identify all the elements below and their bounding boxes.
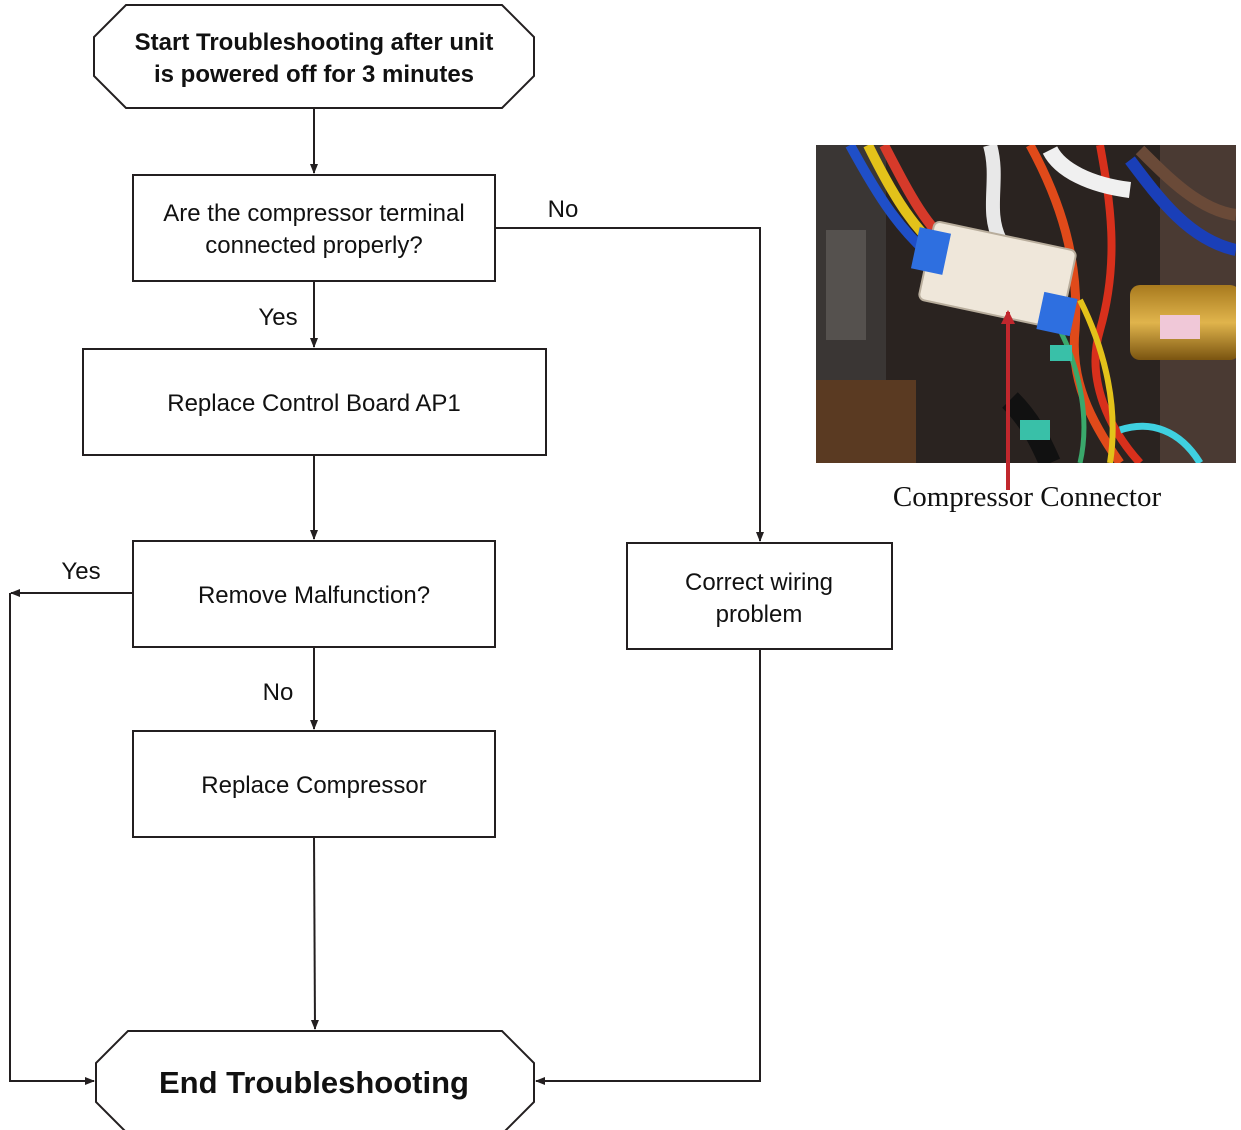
- start-node-line1: Start Troubleshooting after unit: [135, 29, 494, 56]
- label-malfunction-yes: Yes: [61, 558, 100, 585]
- end-node-label: End Troubleshooting: [159, 1065, 469, 1100]
- end-node: End Troubleshooting: [95, 1030, 535, 1130]
- label-terminal-no: No: [548, 196, 579, 223]
- arrow-yes-to-end: [9, 593, 95, 1085]
- check-terminal-node: Are the compressor terminal connected pr…: [132, 174, 496, 282]
- remove-malfunction-node: Remove Malfunction?: [132, 540, 496, 648]
- label-malfunction-no: No: [263, 679, 294, 706]
- arrow-compressor-to-end: [310, 836, 319, 1030]
- correct-wiring-node: Correct wiring problem: [626, 542, 893, 650]
- start-node-line2: is powered off for 3 minutes: [154, 61, 474, 88]
- start-node: Start Troubleshooting after unit is powe…: [93, 4, 535, 109]
- compressor-connector-photo: Compressor Connector: [816, 145, 1236, 513]
- remove-malfunction-label: Remove Malfunction?: [198, 582, 430, 609]
- replace-board-node: Replace Control Board AP1: [82, 348, 547, 456]
- flow-connectors: [9, 108, 764, 1085]
- replace-compressor-label: Replace Compressor: [201, 772, 426, 799]
- check-terminal-line1: Are the compressor terminal: [163, 200, 464, 227]
- label-terminal-yes: Yes: [258, 304, 297, 331]
- check-terminal-line2: connected properly?: [205, 232, 422, 259]
- correct-wiring-line2: problem: [716, 601, 803, 628]
- replace-board-label: Replace Control Board AP1: [167, 390, 461, 417]
- replace-compressor-node: Replace Compressor: [132, 730, 496, 838]
- correct-wiring-line1: Correct wiring: [685, 569, 833, 596]
- arrow-check-no-to-wiring: [495, 227, 764, 542]
- photo-caption: Compressor Connector: [893, 481, 1162, 513]
- arrow-wiring-to-end: [535, 649, 761, 1085]
